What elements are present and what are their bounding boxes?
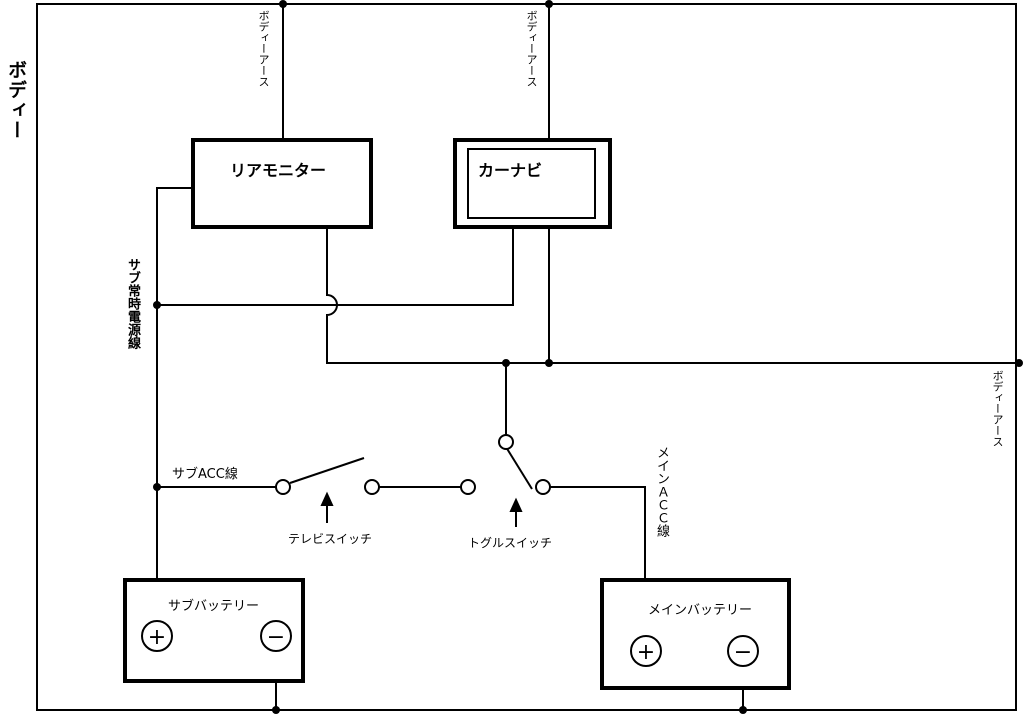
sub-battery-minus-terminal — [260, 620, 292, 652]
tv-switch-lever — [289, 457, 365, 484]
toggle-switch-contact-left — [460, 479, 476, 495]
main-battery-plus-symbol: + — [637, 640, 655, 665]
toggle-switch-contact-top — [498, 434, 514, 450]
tv-switch-label: テレビスイッチ — [288, 532, 372, 546]
junction-dot — [272, 706, 280, 714]
main-battery-minus-symbol: − — [734, 640, 752, 665]
rear-monitor-label: リアモニター — [230, 161, 326, 180]
toggle-switch-contact-right — [535, 479, 551, 495]
monitor-acc-wire — [326, 227, 1020, 364]
main-battery-label: メインバッテリー — [648, 603, 752, 618]
rear-monitor-box — [191, 138, 373, 229]
sub-battery-minus-symbol: − — [267, 625, 285, 650]
junction-dot — [153, 301, 161, 309]
main-battery-plus-terminal — [630, 635, 662, 667]
sub-constant-power-wire — [156, 187, 195, 636]
body-frame — [36, 3, 1017, 711]
toggle-switch-lever — [505, 446, 533, 490]
sub-acc-label: サブACC線 — [172, 466, 238, 482]
tv-switch-arrow-head — [320, 491, 334, 506]
main-battery-box — [600, 578, 791, 690]
sub-constant-power-label: サブ常時電源線 — [125, 258, 140, 349]
junction-dot — [1015, 359, 1023, 367]
car-navi-label: カーナビ — [478, 161, 542, 180]
sub-battery-label: サブバッテリー — [168, 598, 259, 614]
navi-constant-wire — [157, 228, 514, 306]
tv-switch-contact-right — [364, 479, 380, 495]
body-ground-label-navi: ボディーアース — [525, 10, 538, 87]
junction-dot — [502, 359, 510, 367]
toggle-switch-arrow-head — [509, 497, 523, 512]
car-navi-inner-frame — [467, 148, 596, 219]
junction-dot — [739, 706, 747, 714]
body-label: ボディー — [5, 60, 27, 140]
toggle-switch-label: トグルスイッチ — [468, 536, 552, 550]
junction-dot — [279, 0, 287, 8]
body-ground-label-monitor: ボディーアース — [257, 10, 270, 87]
main-battery-minus-terminal — [727, 635, 759, 667]
tv-switch-contact-left — [275, 479, 291, 495]
junction-dot — [545, 0, 553, 8]
main-acc-label: メインＡＣＣ線 — [654, 446, 669, 537]
body-ground-label-right: ボディーアース — [991, 370, 1004, 447]
sub-battery-plus-terminal — [141, 620, 173, 652]
sub-battery-plus-symbol: + — [148, 625, 166, 650]
junction-dot — [545, 359, 553, 367]
junction-dot — [153, 483, 161, 491]
